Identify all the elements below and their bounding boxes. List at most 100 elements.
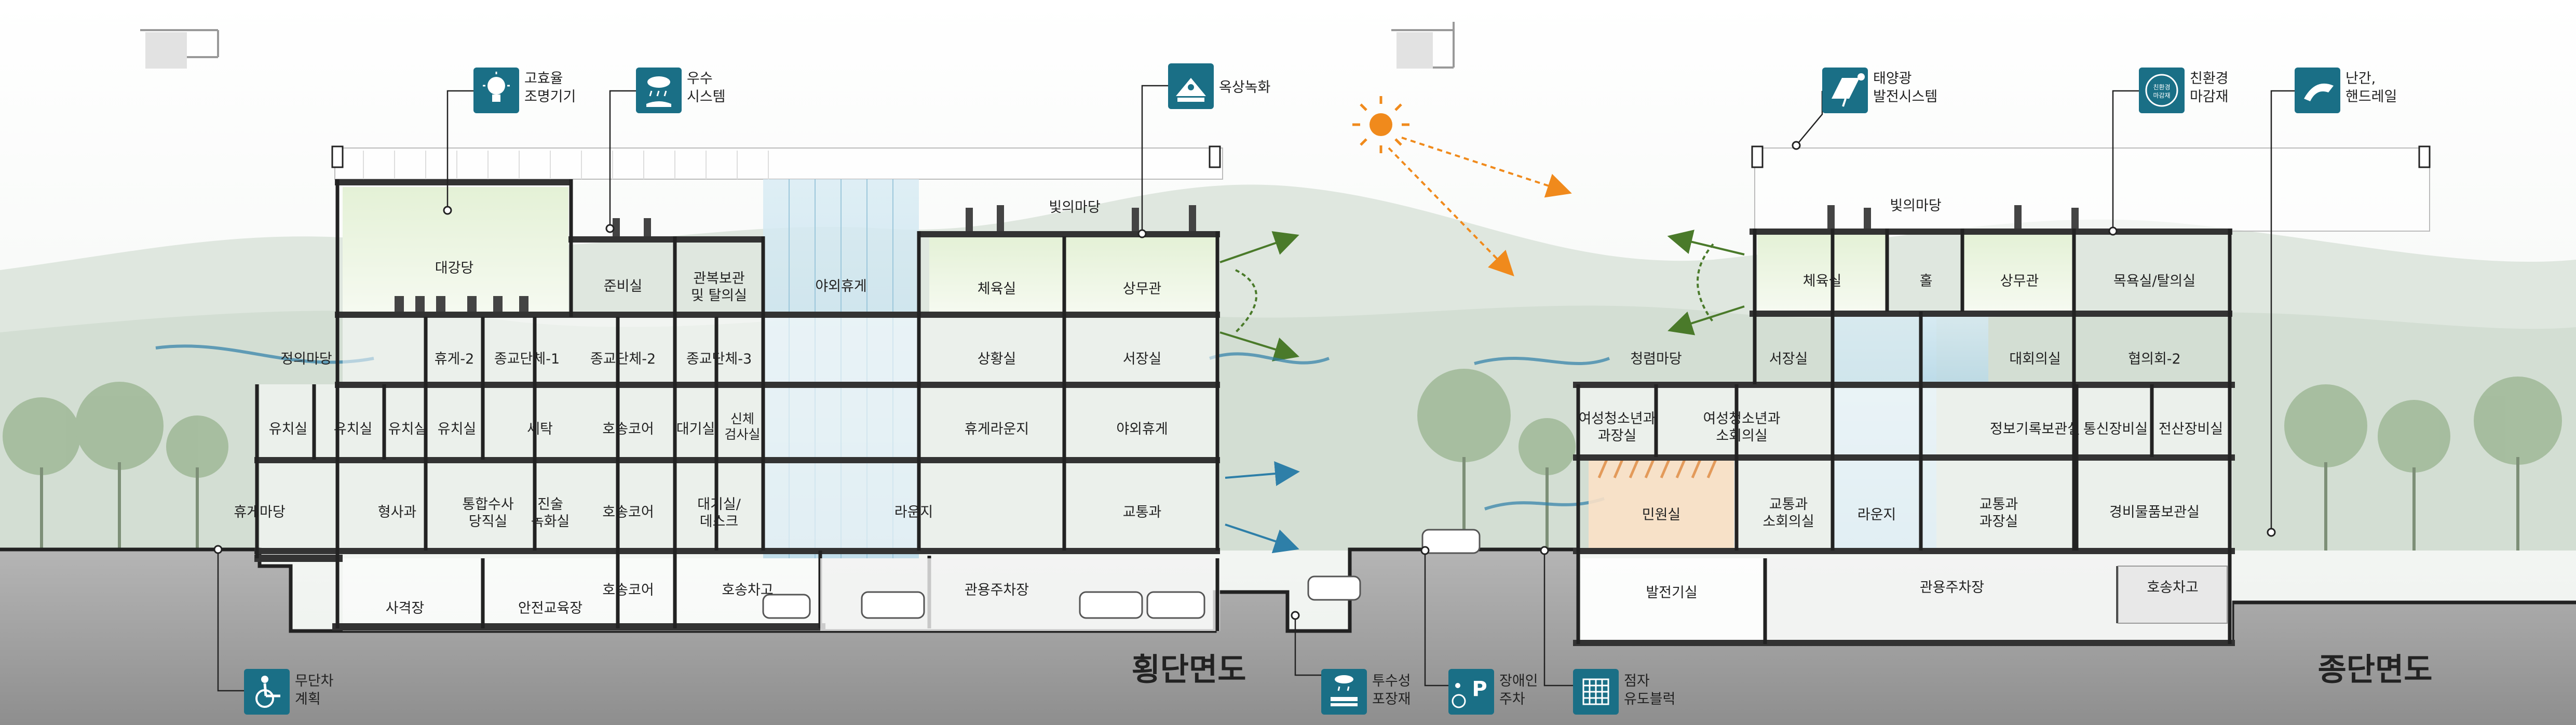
icon-caption: 태양광: [1873, 71, 1912, 87]
lightbulb-icon-callout: 고효율 조명기기: [443, 68, 576, 215]
wheelchair-icon-callout: 무단차 계획: [213, 545, 334, 715]
room-label: 데스크: [700, 514, 739, 530]
icon-caption: 포장재: [1372, 691, 1411, 707]
icon-caption: 발전시스템: [1873, 89, 1937, 105]
handrail-icon-callout: 난간, 핸드레일: [2267, 68, 2397, 537]
wheelchair-icon: [255, 676, 280, 708]
room-label: 발전기실: [1646, 585, 1697, 601]
room-label: 휴게라운지: [965, 421, 1029, 437]
icon-caption: 옥상녹화: [1219, 79, 1270, 96]
vent-arc-left: [1235, 269, 1257, 333]
room-label: 유치실: [269, 421, 308, 437]
room-label: 소회의실: [1762, 514, 1814, 530]
room-label: 안전교육장: [518, 600, 582, 616]
room-label: 휴게마당: [234, 504, 285, 520]
room-label: 관용주차장: [1920, 580, 1984, 596]
room-label: 대기실: [676, 421, 715, 437]
room-label: 대강당: [435, 260, 474, 276]
cross-section-building: [254, 145, 1481, 631]
room-label: 관용주차장: [965, 582, 1029, 598]
solar-panel-icon: [1832, 73, 1865, 107]
room-label: 민원실: [1642, 507, 1681, 523]
room-label: 목욕실/탈의실: [2113, 273, 2195, 289]
room-label: 여성청소년과: [1578, 411, 1656, 427]
room-label: 세탁: [527, 421, 553, 437]
room-label: 진술: [537, 496, 563, 513]
room-label: 체육실: [978, 281, 1016, 297]
room-label: 정의마당: [280, 351, 332, 367]
rainwater-icon: [646, 76, 671, 107]
room-label: 라운지: [1858, 507, 1896, 523]
permeable-paving-icon: [1331, 675, 1358, 706]
room-label: 유치실: [334, 421, 373, 437]
room-label: 검사실: [724, 427, 760, 442]
long-room-labels: 빛의마당 체육실 홀 상무관 목욕실/탈의실 청렴마당 서장실 대회의실 협의회…: [1578, 198, 2223, 601]
room-label: 교통과: [1769, 496, 1808, 513]
room-label: 서장실: [1769, 351, 1808, 367]
icon-caption: 난간,: [2345, 71, 2376, 87]
room-label: 경비물품보관실: [2109, 504, 2200, 520]
room-label: 사격장: [386, 600, 425, 616]
sun-rays: [1352, 96, 1409, 153]
room-label: 대회의실: [2009, 351, 2060, 367]
room-label: 소회의실: [1716, 428, 1767, 444]
roof-garden-icon-callout: 옥상녹화: [1137, 63, 1270, 238]
room-label: 상무관: [2000, 273, 2039, 289]
room-label: 여성청소년과: [1703, 411, 1780, 427]
long-section-building: [1573, 145, 2431, 646]
room-label: 휴게-2: [435, 351, 474, 367]
room-label: 호송코어: [602, 582, 654, 598]
room-label: 종교단체-1: [494, 351, 560, 367]
room-label: 전산장비실: [2159, 421, 2223, 437]
room-label: 야외휴게: [1116, 421, 1168, 437]
room-label: 통합수사: [462, 496, 514, 513]
room-label: 라운지: [894, 504, 933, 520]
section-mark-1: [140, 29, 219, 69]
room-label: 과장실: [1980, 514, 2018, 530]
accessible-parking-icon: P: [1452, 677, 1487, 708]
icon-caption: 마감재: [2190, 89, 2229, 105]
room-label: 대기실/: [697, 496, 741, 513]
room-label: 관복보관: [693, 271, 744, 287]
room-label: 상황실: [978, 351, 1016, 367]
icon-caption: 핸드레일: [2345, 89, 2397, 105]
wind-flow-left: [155, 344, 374, 364]
icon-caption: 무단차: [295, 673, 334, 689]
tactile-block-icon-callout: 점자 유도블럭: [1540, 546, 1675, 715]
room-label: 유치실: [388, 421, 427, 437]
svg-text:마감재: 마감재: [2153, 92, 2170, 99]
room-label: 종교단체-3: [686, 351, 752, 367]
room-label: 호송코어: [602, 504, 654, 520]
room-label: 당직실: [469, 514, 508, 530]
section-mark-2: [1391, 22, 1455, 69]
room-label: 신체: [730, 411, 754, 426]
room-label: 상무관: [1123, 281, 1162, 297]
eco-material-icon: 친환경 마감재: [2145, 74, 2178, 107]
room-label: 교통과: [1980, 496, 2018, 513]
icon-caption: 장애인: [1499, 673, 1538, 689]
room-label: 과장실: [1598, 428, 1637, 444]
rainwater-icon-callout: 우수 시스템: [605, 68, 726, 233]
icon-caption: 조명기기: [524, 89, 576, 105]
icon-caption: 우수: [687, 71, 713, 87]
long-section-title: 종단면도: [2318, 652, 2433, 688]
icon-caption: 친환경: [2190, 71, 2229, 87]
room-label: 빛의마당: [1890, 198, 1941, 214]
room-label: 준비실: [604, 278, 643, 294]
icon-caption: 시스템: [687, 89, 726, 105]
eco-material-icon-callout: 친환경 마감재 친환경 마감재: [2108, 68, 2229, 236]
room-label: 서장실: [1123, 351, 1162, 367]
icon-caption: 유도블럭: [1624, 691, 1675, 707]
icon-caption: 투수성: [1372, 673, 1411, 689]
lightbulb-icon: [483, 72, 510, 102]
icon-caption: 주차: [1499, 691, 1525, 707]
room-label: 유치실: [438, 421, 477, 437]
room-label: 빛의마당: [1049, 199, 1100, 216]
room-label: 호송차고: [722, 582, 773, 598]
icon-caption: 점자: [1624, 673, 1650, 689]
tactile-block-icon: [1582, 678, 1609, 705]
room-label: 녹화실: [531, 514, 570, 530]
vent-arc-right: [1697, 243, 1714, 323]
